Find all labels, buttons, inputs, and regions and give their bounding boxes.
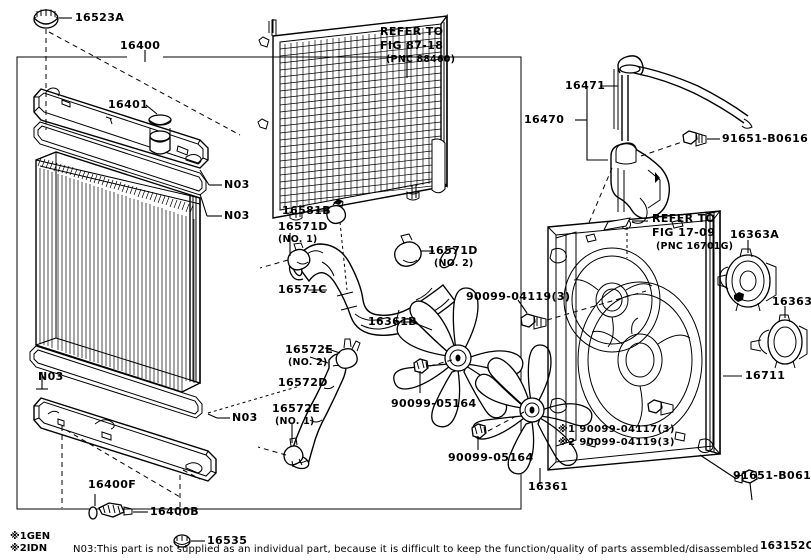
- label-16363: 16363: [772, 295, 811, 308]
- part-lower-tank-seal: [29, 345, 203, 419]
- part-drain-cock-16400f: [88, 506, 98, 520]
- leader-16572e-no2: [324, 347, 341, 354]
- label-16572d: 16572D: [278, 376, 328, 389]
- part-fan-motor-16363a: [717, 248, 777, 312]
- part-fan-shroud-16711: [547, 210, 721, 471]
- dashline-tank-mount: [587, 167, 613, 226]
- label-16572e-no2: 16572E: [285, 343, 334, 356]
- label-16401: 16401: [108, 98, 149, 111]
- leader-16572d: [309, 356, 329, 364]
- part-screw-90099-04119-top: [520, 313, 547, 330]
- dashline-clamp-lower: [257, 446, 287, 456]
- label-fan-refer-pnc: (PNC 16701G): [656, 241, 734, 252]
- legend-idn-mark: ※2: [10, 543, 27, 554]
- legend-gen-text: GEN: [26, 531, 51, 542]
- label-16711: 16711: [745, 369, 786, 382]
- label-16572e-no1-sub: (NO. 1): [275, 416, 315, 427]
- radiator-group-frame: [16, 56, 522, 510]
- dashline-screw-top: [546, 290, 647, 321]
- legend-idn-text: IDN: [26, 543, 48, 554]
- label-16572e-no1: 16572E: [272, 402, 321, 415]
- part-screw-90099-mid: [647, 399, 674, 416]
- part-drain-plug-16400b: [98, 502, 133, 518]
- part-bolt-16535: [173, 534, 191, 549]
- label-condenser-refer-fig: FIG 87-18: [380, 39, 444, 52]
- part-radiator-lower-tank: [33, 397, 217, 482]
- label-nut-lower: 90099-05164: [448, 451, 534, 464]
- part-radiator-core: [35, 151, 201, 393]
- dashline-drain-diag: [65, 429, 181, 498]
- label-16361b: 16361B: [368, 315, 418, 328]
- label-16400f: 16400F: [88, 478, 137, 491]
- label-16571c: 16571C: [278, 283, 327, 296]
- part-upper-tank-seal: [33, 121, 207, 196]
- part-clamp-16572e-no1: [283, 437, 304, 468]
- dashline-16535b: [182, 469, 201, 480]
- footnote-n03: N03:This part is not supplied as an indi…: [73, 544, 759, 555]
- label-fan-refer: REFER TO: [652, 212, 716, 225]
- label-16470: 16470: [524, 113, 565, 126]
- dashline-clamp-no1: [259, 259, 289, 269]
- part-bolt-91651-b0616-6: [734, 469, 758, 484]
- label-16363a: 16363A: [730, 228, 780, 241]
- label-screw-top: 90099-04119(3): [466, 290, 571, 303]
- label-screw-gen: ※1 90099-04117(3): [558, 424, 675, 435]
- label-condenser-refer-pnc: (PNC 88460): [386, 54, 456, 65]
- refer-tag-fan: [603, 217, 631, 231]
- label-n03-top1: N03: [224, 178, 250, 191]
- leader-screw-top: [517, 299, 528, 314]
- diagram-id: 163152C: [760, 540, 811, 552]
- leader-91651-6: [699, 454, 736, 479]
- part-radiator-upper-tank: [33, 87, 209, 169]
- label-16523a: 16523A: [75, 11, 125, 24]
- label-16581b: 16581B: [282, 204, 332, 217]
- dashline-clamp-hose: [339, 221, 348, 291]
- leader-16401: [145, 104, 158, 115]
- dashline-nut-lower: [487, 411, 525, 432]
- dashline-lower-tank: [207, 385, 301, 414]
- label-16535: 16535: [207, 534, 248, 547]
- part-nut-90099-05164-upper: [413, 358, 429, 374]
- part-reserve-tank-16470: [610, 142, 671, 230]
- dashline-tank-bolt: [640, 141, 683, 157]
- part-fan-motor-16363: [750, 314, 808, 369]
- label-condenser-refer: REFER TO: [380, 25, 444, 38]
- label-16400: 16400: [120, 39, 161, 52]
- part-nut-90099-05164-lower: [471, 423, 487, 439]
- part-clamp-16571d-no2: [394, 233, 422, 267]
- bracket-16470: [586, 86, 608, 161]
- part-clamp-16571d-no1: [287, 242, 311, 271]
- label-91651-6: 91651-B0616(6): [733, 469, 811, 482]
- label-91651: 91651-B0616: [722, 132, 809, 145]
- dashline-nut-upper: [429, 359, 453, 367]
- dashline-cap-diag: [48, 31, 241, 136]
- label-16571d-no1: 16571D: [278, 220, 328, 233]
- label-16471: 16471: [565, 79, 606, 92]
- label-n03-right: N03: [232, 411, 258, 424]
- label-16400b: 16400B: [150, 505, 200, 518]
- label-16571d-no1-sub: (NO. 1): [278, 234, 318, 245]
- label-16361: 16361: [528, 480, 569, 493]
- part-filler-neck-16401: [148, 114, 172, 155]
- label-16571d-no2-sub: (NO. 2): [434, 258, 474, 269]
- label-n03-top2: N03: [224, 209, 250, 222]
- label-nut-upper: 90099-05164: [391, 397, 477, 410]
- part-reserve-hose-16471: [613, 55, 753, 141]
- part-bolt-91651-b0616: [682, 130, 707, 147]
- label-screw-idn: ※2 90099-04119(3): [558, 437, 675, 448]
- legend-gen: ※1GEN: [10, 531, 50, 542]
- label-16571d-no2: 16571D: [428, 244, 478, 257]
- part-condenser: [257, 13, 448, 221]
- label-n03-left: N03: [38, 370, 64, 383]
- part-clamp-16581b: [326, 199, 347, 225]
- legend-idn: ※2IDN: [10, 543, 47, 554]
- part-clamp-16572e-no2: [335, 338, 361, 369]
- label-fan-refer-fig: FIG 17-09: [652, 226, 716, 239]
- part-radiator-cap-16523a: [33, 9, 59, 29]
- label-16572e-no2-sub: (NO. 2): [288, 357, 328, 368]
- legend-gen-mark: ※1: [10, 531, 27, 542]
